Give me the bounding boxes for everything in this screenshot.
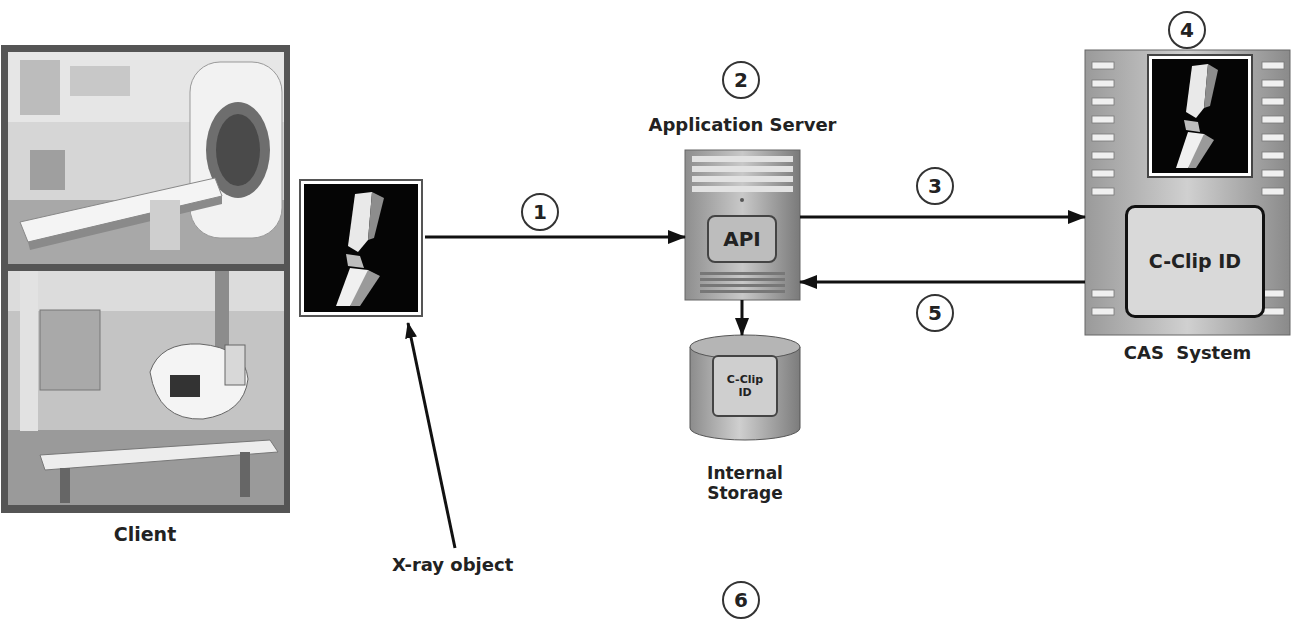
client-frame (1, 45, 290, 513)
application-server: Application ServerAPI (685, 150, 800, 300)
cclip-box: C-Clip ID (1125, 205, 1265, 318)
cclip-box: C-Clip ID (712, 355, 778, 417)
server-tower (685, 150, 800, 300)
xray-thumbnail (300, 180, 422, 316)
box-text: API (723, 227, 761, 251)
callout-circle: 4 (1168, 11, 1206, 49)
callout-number: 6 (734, 588, 748, 612)
box-text: C-Clip ID (720, 373, 770, 399)
flow-arrow (800, 216, 1085, 219)
api-box: API (707, 215, 777, 263)
callout-circle: 2 (722, 61, 760, 99)
cas-system: CAS SystemC-Clip ID (1085, 50, 1290, 335)
xray-object-label: X-ray object (392, 554, 513, 575)
callout-circle: 5 (916, 294, 954, 332)
flow-arrow (425, 236, 685, 239)
flow-arrow (800, 281, 1085, 284)
node-heading: CAS System (1075, 342, 1295, 364)
callout-circle: 3 (916, 167, 954, 205)
node-heading: Internal Storage (685, 463, 805, 504)
callout-circle: 6 (722, 581, 760, 619)
callout-number: 5 (928, 301, 942, 325)
cas-rack (1085, 50, 1290, 335)
flow-arrow (741, 300, 744, 335)
callout-number: 2 (734, 68, 748, 92)
callout-number: 1 (533, 200, 547, 224)
callout-number: 4 (1180, 18, 1194, 42)
internal-storage: Internal StorageC-Clip ID (690, 335, 800, 440)
callout-number: 3 (928, 174, 942, 198)
client-panel: Client (0, 45, 425, 515)
callout-circle: 1 (521, 193, 559, 231)
node-heading: Client (0, 523, 290, 546)
storage-cylinder (690, 335, 800, 440)
box-text: C-Clip ID (1149, 250, 1241, 273)
leader-arrow (408, 323, 455, 548)
node-heading: Application Server (595, 114, 890, 136)
